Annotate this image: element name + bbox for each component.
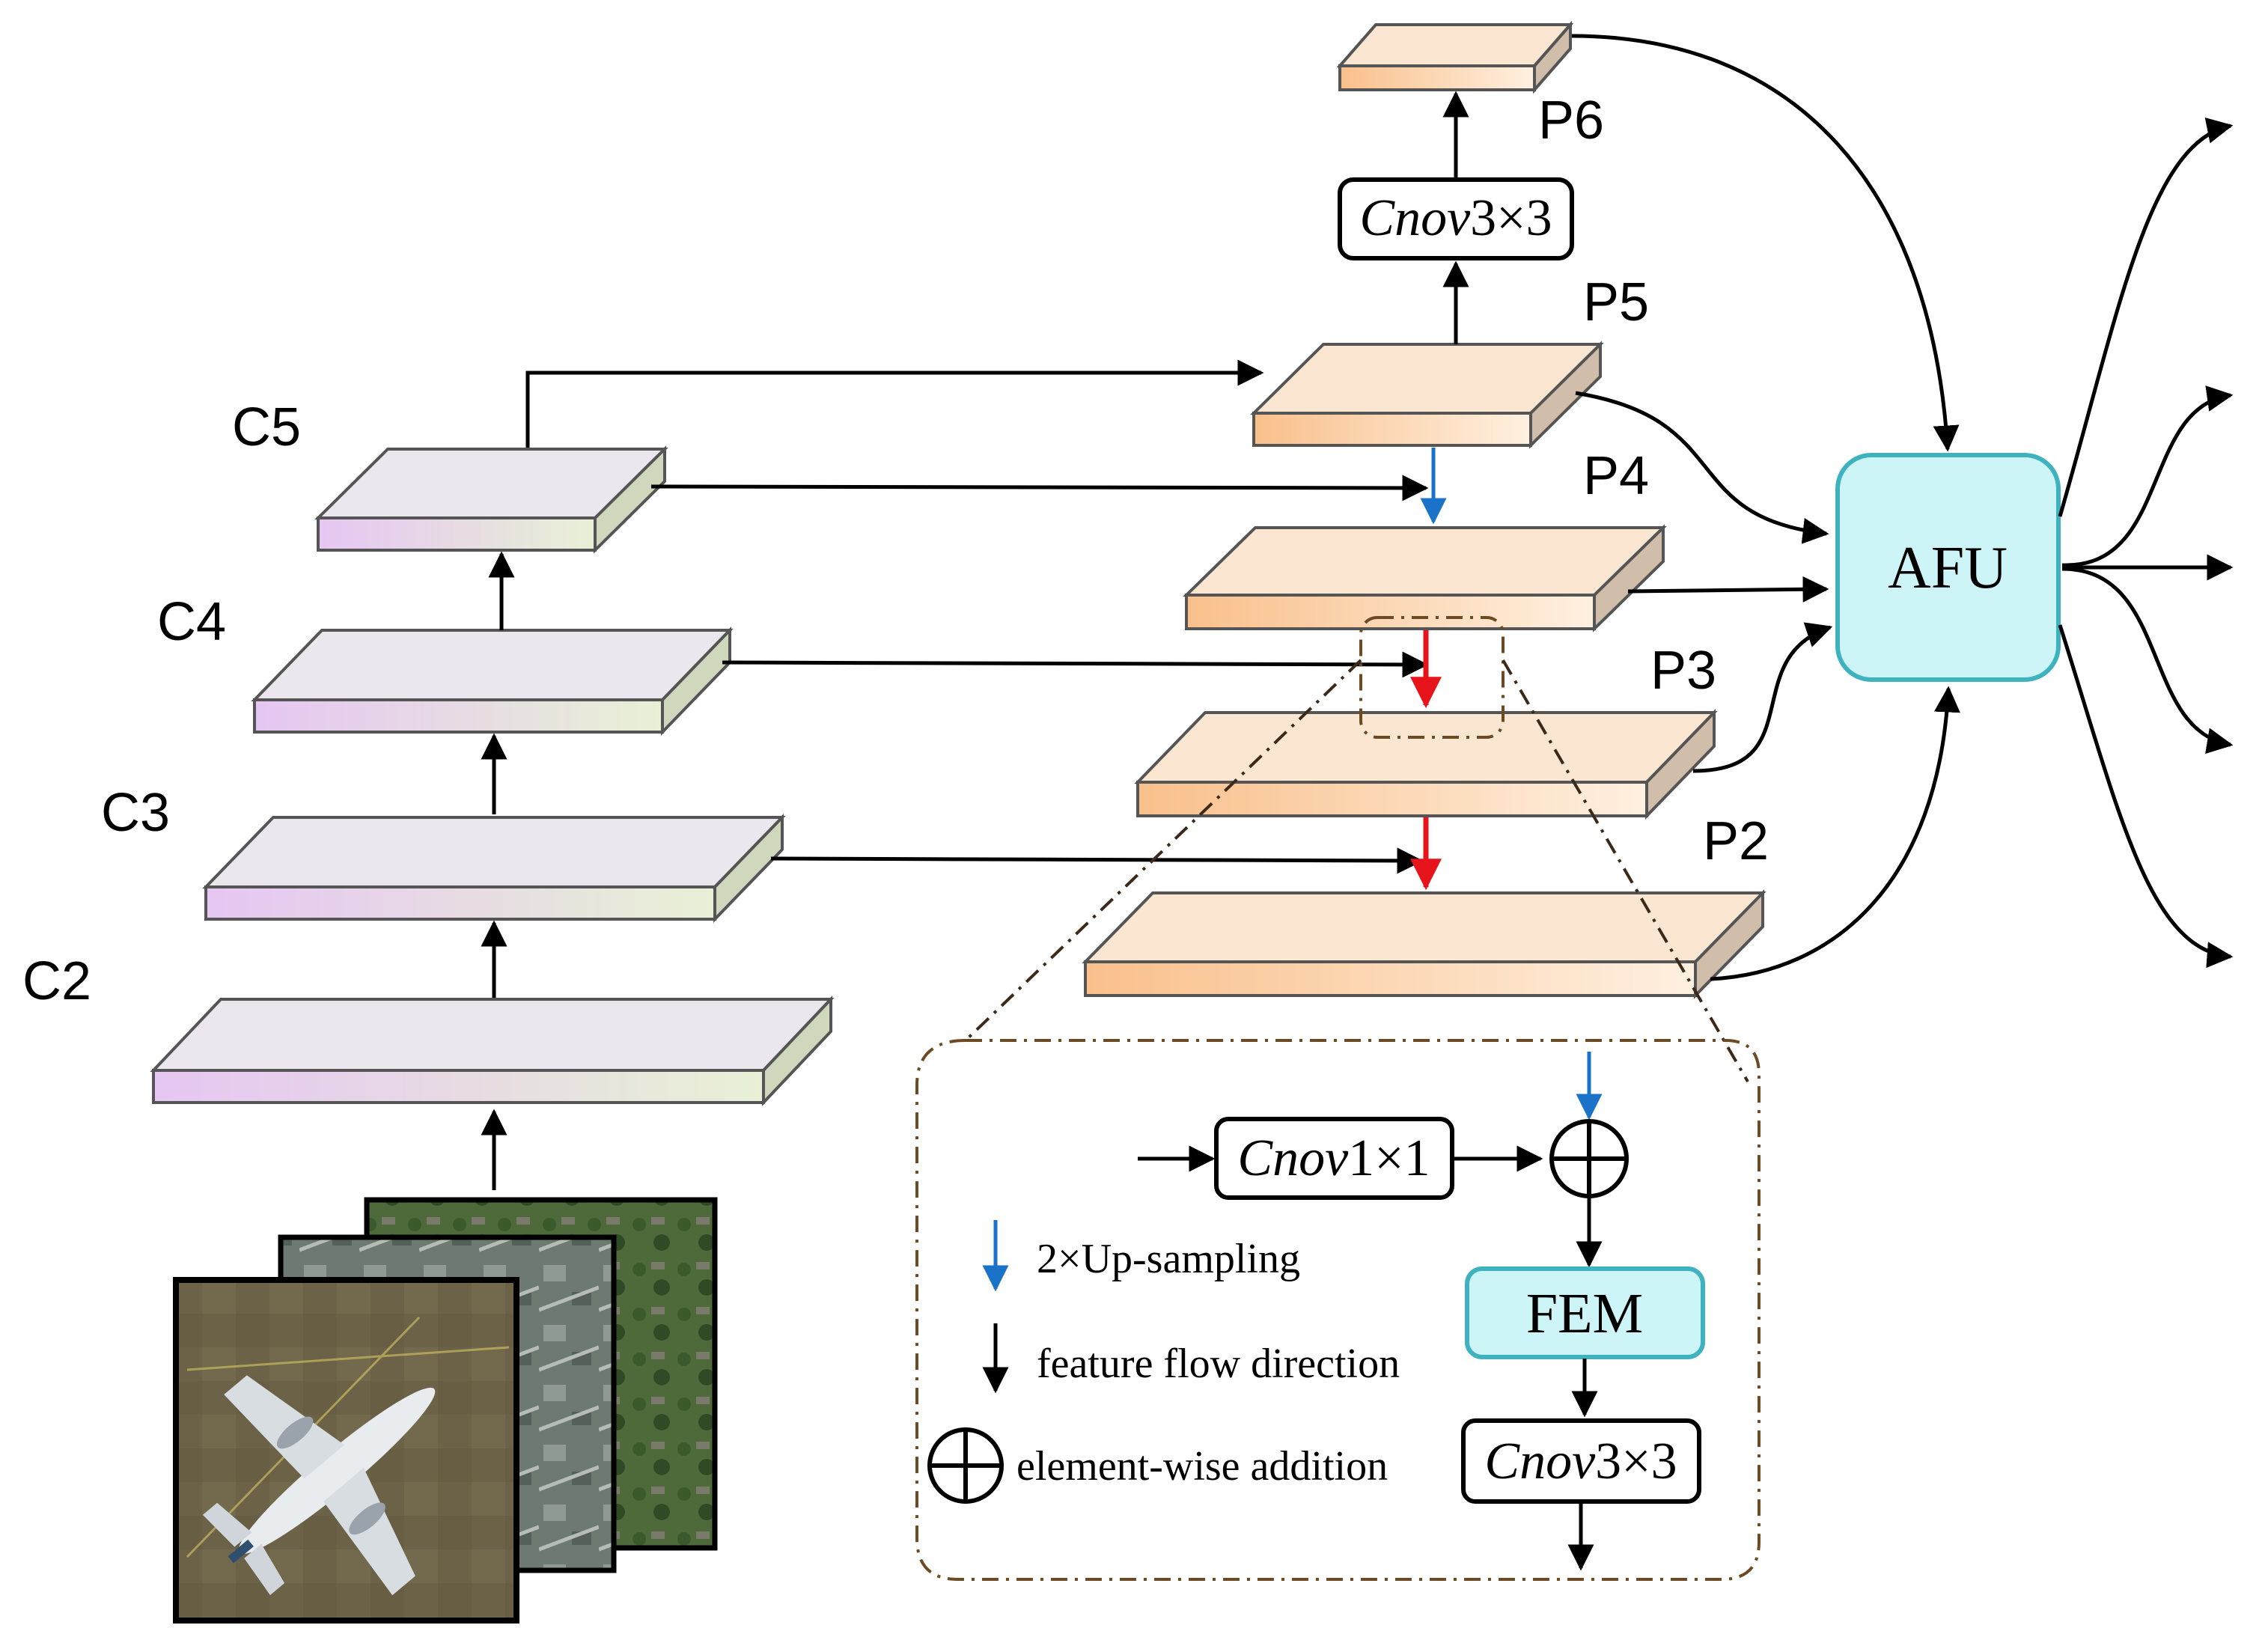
label-p5: P5 bbox=[1583, 272, 1649, 332]
legend-upsampling-text: 2×Up-sampling bbox=[1037, 1236, 1300, 1282]
backbone-block-c3 bbox=[202, 814, 786, 923]
pyramid-block-p6 bbox=[1336, 20, 1574, 94]
lateral-connections bbox=[525, 359, 1429, 874]
label-c3: C3 bbox=[101, 783, 170, 843]
bottom-up-arrows bbox=[481, 551, 515, 1190]
conv1-rest: 1×1 bbox=[1348, 1129, 1430, 1187]
pyramid-block-p5 bbox=[1250, 341, 1604, 449]
input-image-stack bbox=[173, 1197, 718, 1624]
conv3-italic: Cnov bbox=[1484, 1433, 1596, 1490]
label-c4: C4 bbox=[157, 592, 226, 652]
backbone-block-c4 bbox=[251, 626, 734, 736]
detail-panel: Cnov1×1 FEM Cnov3×3 2×Up-sampling bbox=[915, 1039, 1761, 1581]
afu-output-arrows bbox=[2058, 118, 2234, 969]
input-image-airplane bbox=[173, 1277, 519, 1624]
pyramid-block-p3 bbox=[1134, 709, 1718, 820]
pyramid-block-p2 bbox=[1082, 889, 1766, 999]
pyramid-block-p4 bbox=[1183, 524, 1667, 632]
svg-text:Cnov1×1: Cnov1×1 bbox=[1237, 1129, 1430, 1187]
top-conv-italic: Cnov bbox=[1359, 189, 1471, 247]
label-c2: C2 bbox=[22, 951, 91, 1011]
afu-module: AFU bbox=[1835, 453, 2061, 682]
svg-text:Cnov3×3: Cnov3×3 bbox=[1484, 1433, 1677, 1490]
airplane-icon bbox=[202, 1375, 436, 1596]
pyramid-to-afu-curves bbox=[1571, 34, 1960, 981]
fem-label: FEM bbox=[1526, 1282, 1643, 1345]
label-c5: C5 bbox=[232, 397, 301, 457]
label-p4: P4 bbox=[1583, 446, 1649, 506]
legend: 2×Up-sampling feature flow direction ele… bbox=[927, 1220, 1400, 1504]
top-conv-rest: 3×3 bbox=[1470, 189, 1552, 247]
top-conv3x3-box: Cnov3×3 bbox=[1338, 177, 1574, 260]
zoom-callout bbox=[964, 616, 1749, 1083]
detail-conv3x3-box: Cnov3×3 bbox=[1461, 1418, 1701, 1504]
conv1-italic: Cnov bbox=[1237, 1129, 1349, 1187]
legend-add-icon bbox=[927, 1427, 1004, 1504]
label-p6: P6 bbox=[1538, 91, 1604, 150]
conv3-rest: 3×3 bbox=[1595, 1433, 1677, 1490]
detail-conv1x1-box: Cnov1×1 bbox=[1214, 1117, 1454, 1200]
label-p2: P2 bbox=[1703, 811, 1769, 871]
legend-flow-text: feature flow direction bbox=[1037, 1341, 1400, 1387]
svg-text:Cnov3×3: Cnov3×3 bbox=[1359, 189, 1552, 247]
backbone-block-c5 bbox=[314, 445, 668, 554]
backbone-block-c2 bbox=[150, 995, 835, 1107]
legend-addition-text: element-wise addition bbox=[1016, 1443, 1388, 1490]
label-p3: P3 bbox=[1650, 641, 1716, 701]
afu-label: AFU bbox=[1888, 535, 2008, 601]
fem-module: FEM bbox=[1465, 1266, 1705, 1359]
element-wise-add-icon bbox=[1549, 1119, 1629, 1198]
